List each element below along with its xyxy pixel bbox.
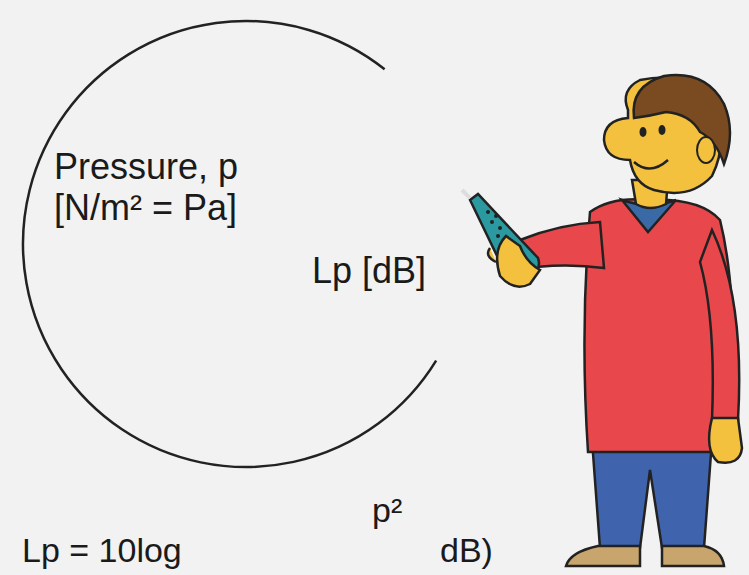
circle-text: Pressure, p [N/m² = Pa] (54, 146, 324, 229)
formula-text: p² (372, 492, 402, 529)
circle-text: Lp [dB] (312, 250, 462, 291)
circle-arc (23, 21, 436, 467)
formula-text: dB) (440, 532, 493, 569)
formula-text: Lp = 10log (22, 532, 182, 569)
circle-outline (20, 14, 472, 474)
measurement-circle: Pressure, p [N/m² = Pa] Lp [dB] (20, 14, 472, 474)
